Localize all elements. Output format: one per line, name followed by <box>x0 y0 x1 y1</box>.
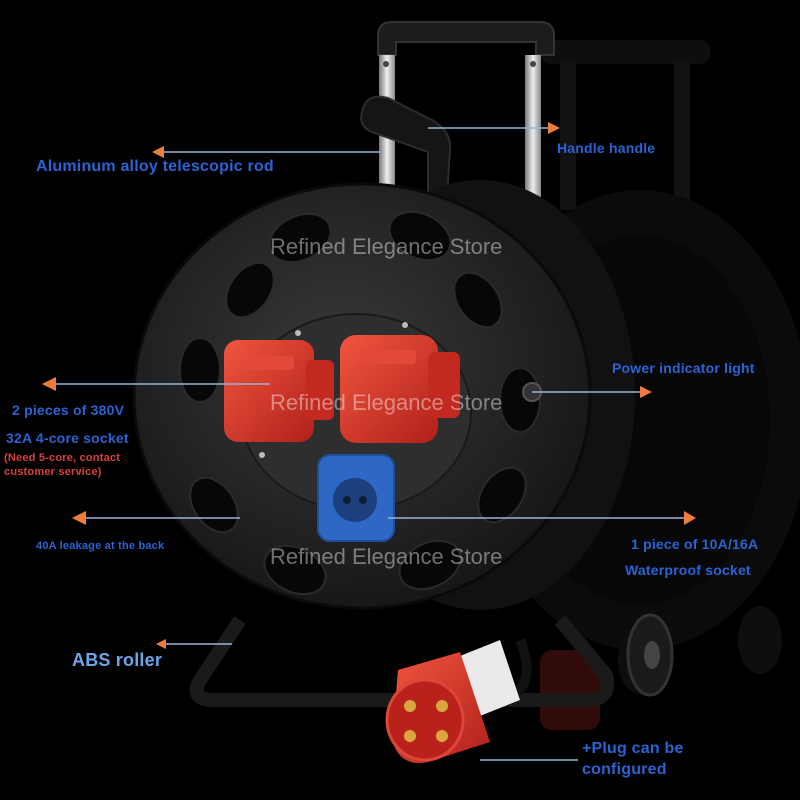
label-plug-line1: +Plug can be <box>582 740 684 757</box>
red-380v-socket-left <box>224 340 334 442</box>
arrow-small-socket <box>684 511 696 525</box>
industrial-plug <box>385 638 532 764</box>
arrow-leakage <box>72 511 86 525</box>
watermark-bottom: Refined Elegance Store <box>270 544 503 569</box>
blue-waterproof-socket <box>317 454 395 542</box>
telescopic-handle <box>360 21 555 211</box>
label-plug-line2: configured <box>582 761 667 778</box>
label-leakage: 40A leakage at the back <box>36 540 165 552</box>
label-note-line1: (Need 5-core, contact <box>4 452 121 464</box>
label-roller: ABS roller <box>72 650 163 670</box>
label-small-socket-line1: 1 piece of 10A/16A <box>631 536 759 552</box>
watermark-middle: Refined Elegance Store <box>270 390 503 415</box>
label-rod: Aluminum alloy telescopic rod <box>36 158 274 175</box>
arrow-380v <box>42 377 56 391</box>
label-note-line2: customer service) <box>4 466 102 478</box>
label-380v-line2: 32A 4-core socket <box>6 430 129 446</box>
label-handle: Handle handle <box>557 140 656 156</box>
label-small-socket-line2: Waterproof socket <box>625 562 751 578</box>
arrow-roller <box>156 639 166 649</box>
label-power-light: Power indicator light <box>612 360 755 376</box>
label-380v-line1: 2 pieces of 380V <box>12 402 125 418</box>
red-380v-socket-right <box>340 335 460 443</box>
arrow-rod <box>152 146 164 158</box>
arrow-handle <box>548 122 560 134</box>
arrow-power <box>640 386 652 398</box>
watermark-top: Refined Elegance Store <box>270 234 503 259</box>
